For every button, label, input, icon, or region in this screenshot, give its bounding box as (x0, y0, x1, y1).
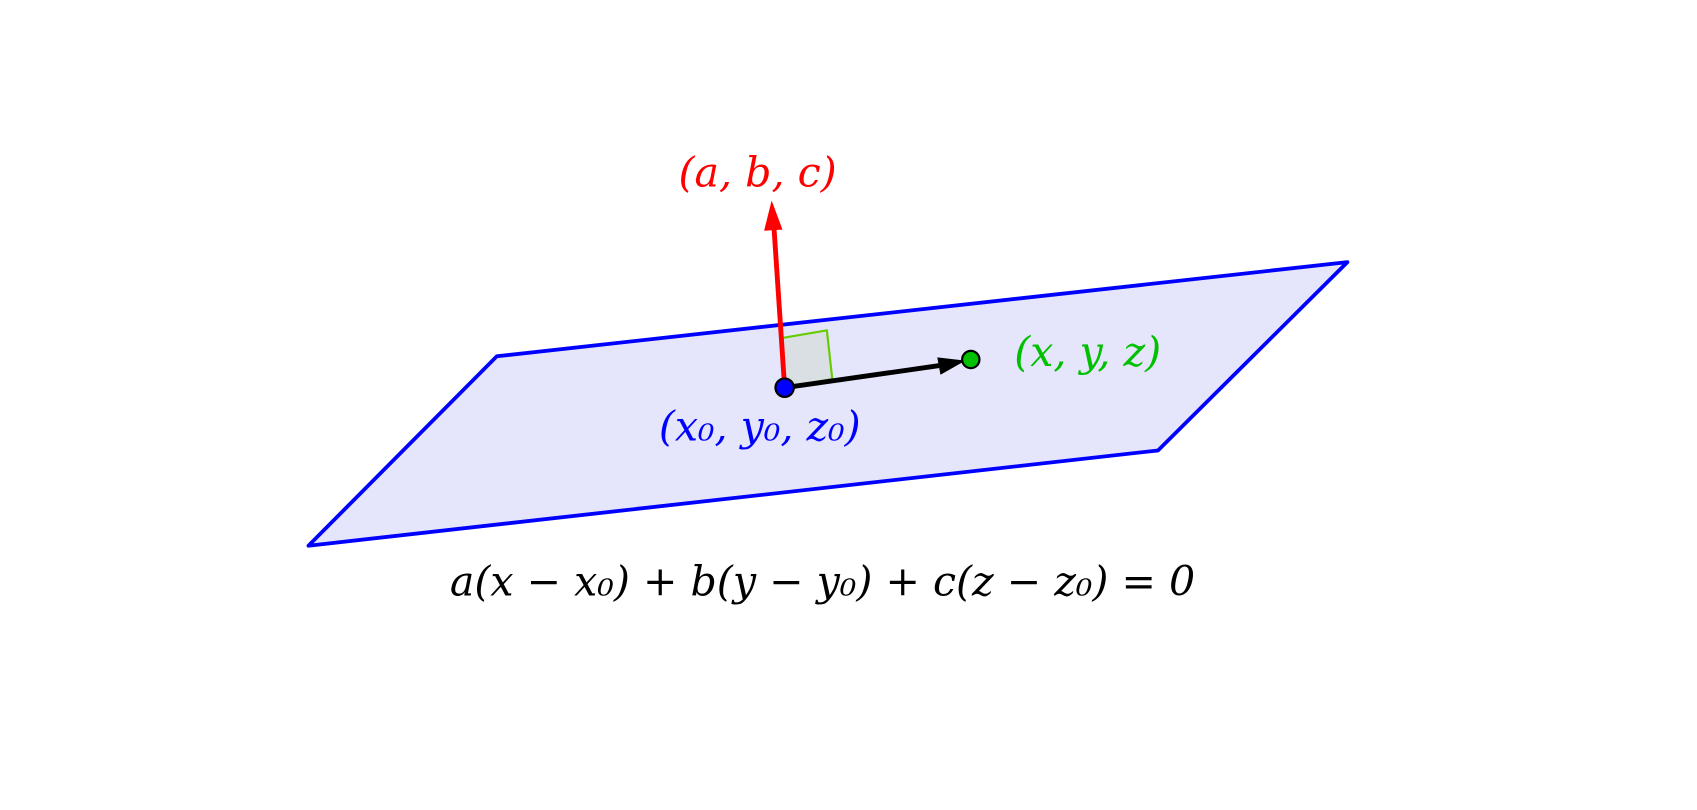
normal-arrowhead (764, 200, 783, 231)
plane-equation: a(x − x₀) + b(y − y₀) + c(z − z₀) = 0 (450, 557, 1195, 605)
in-plane-vector (784, 362, 945, 391)
base-point (774, 377, 795, 398)
normal-vector (771, 225, 788, 388)
other-point (961, 349, 981, 370)
plane (306, 260, 1350, 548)
vector-arrowhead (937, 357, 966, 375)
base-point-label: (x₀, y₀, z₀) (659, 403, 861, 451)
normal-vector-label: (a, b, c) (678, 148, 836, 196)
other-point-label: (x, y, z) (1014, 328, 1161, 376)
